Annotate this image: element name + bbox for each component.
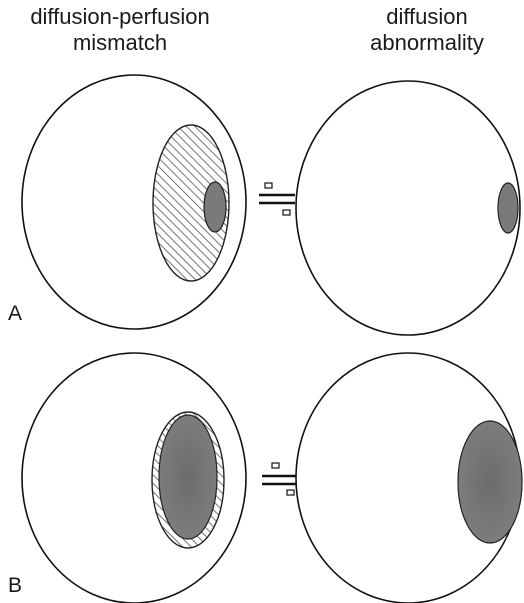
diffusion-abnormality-core xyxy=(457,420,523,544)
header-left-line2: mismatch xyxy=(72,30,168,55)
panel-a-mismatch-brain xyxy=(21,74,247,330)
panel-label-b: B xyxy=(8,574,23,597)
header-right-line1: diffusion xyxy=(386,4,468,29)
header-diffusion-perfusion-mismatch: diffusion-perfusion mismatch xyxy=(0,4,240,56)
diffusion-abnormality-core xyxy=(203,181,227,233)
panel-b-mismatch-brain xyxy=(21,352,247,603)
diffusion-abnormality-core xyxy=(497,182,519,234)
header-right-line2: abnormality xyxy=(370,30,484,55)
panel-a-diffusion-brain xyxy=(295,80,521,336)
panel-a-not-equal-symbol xyxy=(259,182,295,216)
panel-b-not-equal-symbol xyxy=(262,462,298,496)
brain-outline xyxy=(295,80,521,336)
panel-label-a: A xyxy=(8,302,23,325)
panel-b-diffusion-brain xyxy=(295,352,523,603)
header-left-line1: diffusion-perfusion xyxy=(30,4,210,29)
diffusion-abnormality-core xyxy=(158,414,218,540)
header-diffusion-abnormality: diffusion abnormality xyxy=(330,4,524,56)
perfusion-abnormality-hatched xyxy=(152,124,230,282)
